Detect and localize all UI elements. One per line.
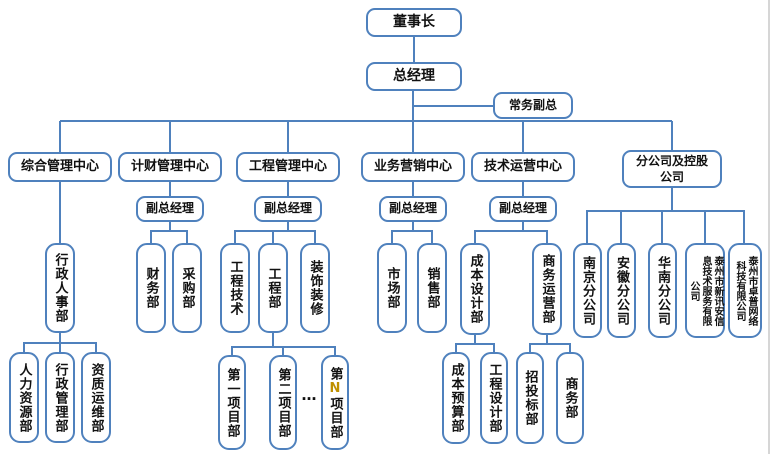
node-dept-decoration: 装饰装修 [300, 243, 330, 333]
node-chairman: 董事长 [366, 8, 462, 37]
node-dept-cost-design: 成本设计部 [460, 243, 490, 335]
node-center-admin: 综合管理中心 [8, 152, 112, 182]
node-dept-biz-ops: 商务运营部 [532, 243, 562, 335]
node-branch-zhuopu: 泰州市卓普网络科技有限公司 [728, 243, 762, 338]
node-center-branches: 分公司及控股 公司 [622, 150, 722, 188]
ellipsis-more-projects: … [301, 386, 317, 404]
node-center-finance: 计财管理中心 [118, 152, 222, 182]
project-n-suffix: 项目部 [327, 396, 343, 439]
node-dept-eng-tech: 工程技术 [220, 243, 250, 333]
node-branch-nanjing: 南京分公司 [573, 243, 602, 338]
node-dept-finance: 财务部 [136, 243, 166, 333]
node-dept-qualification-ops: 资质运维部 [81, 352, 111, 443]
project-n-prefix: 第 [327, 366, 343, 381]
node-deputy-gm-marketing: 副总经理 [379, 196, 447, 222]
node-dept-admin-hr: 行政人事部 [45, 243, 75, 333]
node-dept-project-1: 第一项目部 [218, 355, 246, 450]
node-center-marketing: 业务营销中心 [361, 152, 465, 182]
node-deputy-gm-finance: 副总经理 [136, 196, 204, 222]
node-dept-project-2: 第二项目部 [269, 355, 297, 450]
node-dept-project-n: 第N项目部 [321, 355, 349, 450]
node-dept-eng-design: 工程设计部 [480, 352, 508, 444]
node-general-manager: 总经理 [366, 62, 462, 91]
node-center-techops: 技术运营中心 [471, 152, 575, 182]
node-center-engineering: 工程管理中心 [236, 152, 340, 182]
node-dept-admin-mgmt: 行政管理部 [45, 352, 75, 443]
node-dept-cost-budget: 成本预算部 [442, 352, 470, 444]
node-dept-bidding: 招投标部 [516, 352, 544, 444]
node-dept-market: 市场部 [377, 243, 407, 333]
node-executive-deputy: 常务副总 [493, 92, 573, 119]
node-dept-commerce: 商务部 [556, 352, 584, 444]
node-branch-anhui: 安徽分公司 [607, 243, 636, 338]
node-dept-engineering: 工程部 [258, 243, 288, 333]
project-n-letter: N [327, 380, 343, 397]
node-deputy-gm-techops: 副总经理 [489, 196, 557, 222]
node-deputy-gm-engineering: 副总经理 [254, 196, 322, 222]
node-dept-hr: 人力资源部 [9, 352, 39, 443]
node-dept-procurement: 采购部 [172, 243, 202, 333]
branches-center-line1: 分公司及控股 [635, 153, 708, 168]
node-branch-south-china: 华南分公司 [648, 243, 677, 338]
branches-center-line2: 公司 [659, 170, 684, 184]
node-branch-xinxunan: 泰州市新讯安信息技术服务有限公司 [685, 243, 725, 338]
node-dept-sales: 销售部 [417, 243, 447, 333]
